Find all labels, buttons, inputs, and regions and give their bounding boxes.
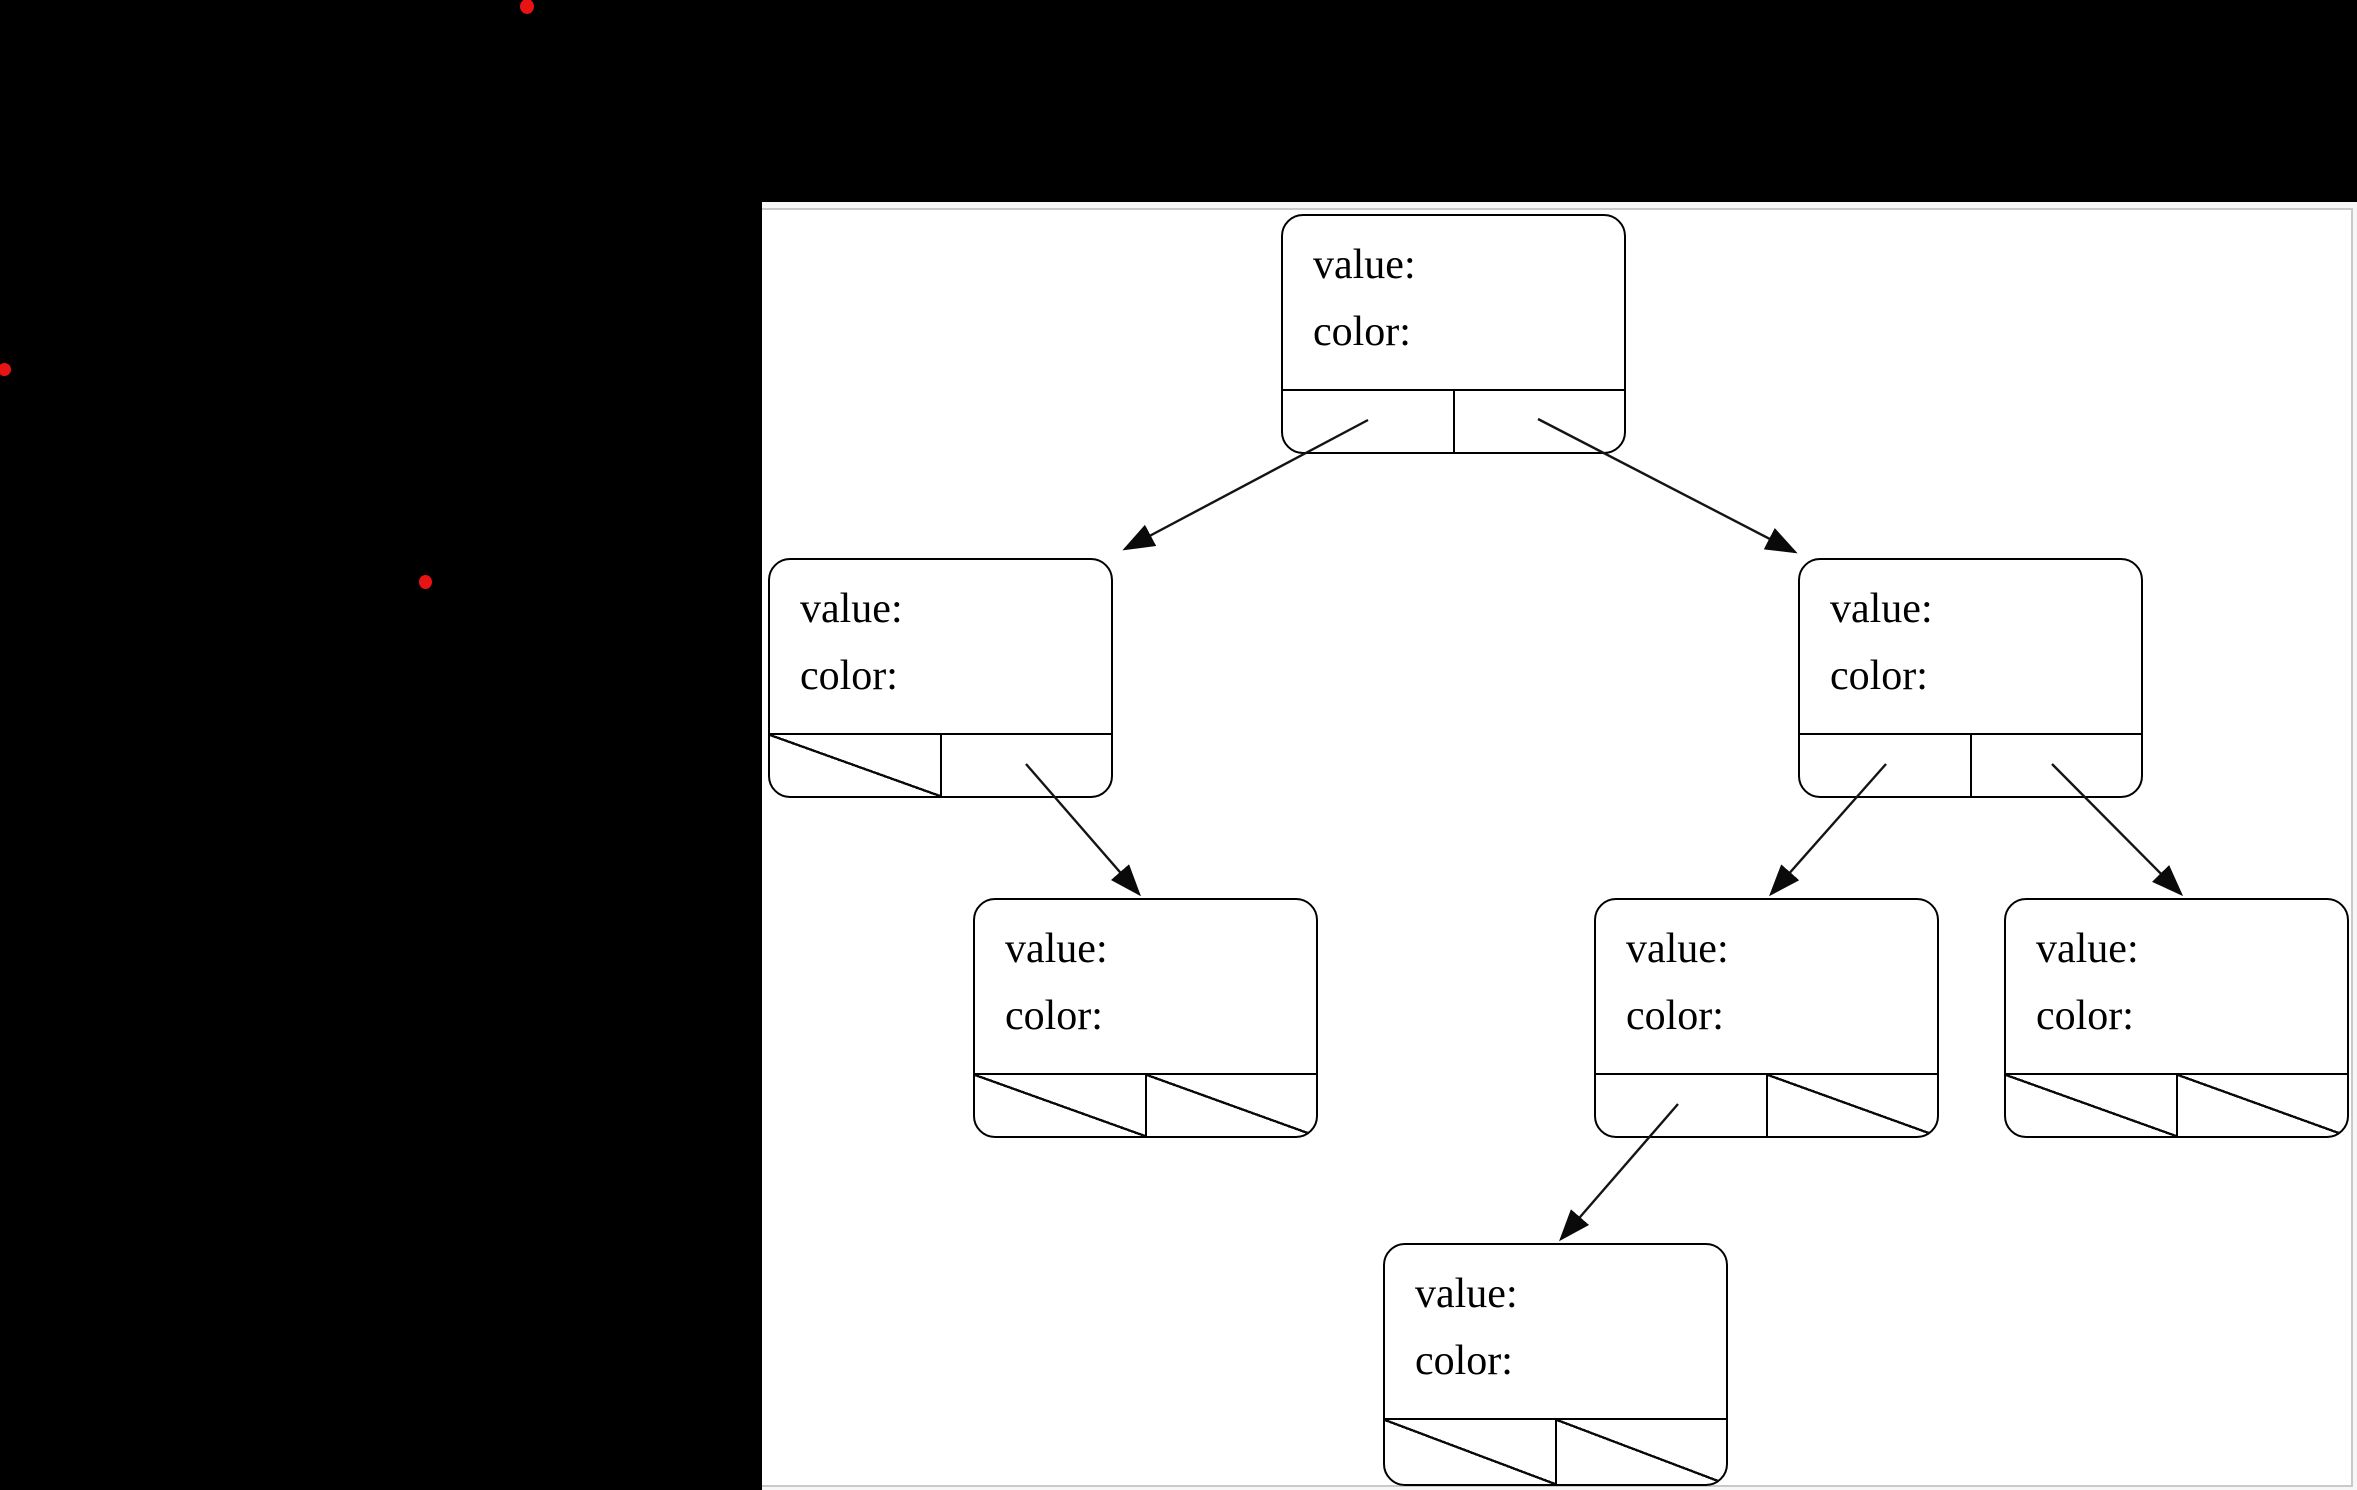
right-pointer-cell [1972,735,2142,796]
tree-node-left-child: value: color: [768,558,1113,798]
pointer-row [975,1075,1316,1136]
left-pointer-cell [1283,391,1455,452]
left-pointer-cell-null [975,1075,1147,1136]
node-fields: value: color: [1385,1245,1726,1420]
node-fields: value: color: [1800,560,2141,735]
value-field-label: value: [1626,926,1729,972]
pointer-row [1283,391,1624,452]
node-fields: value: color: [2006,900,2347,1075]
right-pointer-cell-null [1146,1075,1316,1136]
red-annotation-dot [419,575,432,589]
left-pointer-cell-null [2006,1075,2178,1136]
red-annotation-dot [520,0,534,14]
right-pointer-cell [942,735,1112,796]
node-fields: value: color: [1283,216,1624,391]
value-field-label: value: [1830,586,1933,632]
tree-node-right-right-grandchild: value: color: [2004,898,2349,1138]
value-field-label: value: [1415,1271,1518,1317]
color-field-label: color: [1313,309,1411,355]
tree-node-right-left-grandchild: value: color: [1594,898,1939,1138]
node-fields: value: color: [1596,900,1937,1075]
tree-node-right-left-left: value: color: [1383,1243,1728,1486]
right-pointer-cell-null [1767,1075,1937,1136]
color-field-label: color: [1830,653,1928,699]
value-field-label: value: [1313,242,1416,288]
pointer-row [770,735,1111,796]
node-fields: value: color: [770,560,1111,735]
right-pointer-cell [1455,391,1625,452]
value-field-label: value: [800,586,903,632]
node-fields: value: color: [975,900,1316,1075]
left-pointer-cell [1800,735,1972,796]
pointer-row [1800,735,2141,796]
red-annotation-dot [0,363,11,376]
color-field-label: color: [1005,993,1103,1039]
color-field-label: color: [800,653,898,699]
left-pointer-cell-null [1385,1420,1557,1484]
tree-node-right-child: value: color: [1798,558,2143,798]
pointer-row [1385,1420,1726,1484]
pointer-row [2006,1075,2347,1136]
pointer-row [1596,1075,1937,1136]
value-field-label: value: [1005,926,1108,972]
right-pointer-cell-null [1556,1420,1726,1484]
value-field-label: value: [2036,926,2139,972]
color-field-label: color: [1626,993,1724,1039]
right-pointer-cell-null [2177,1075,2347,1136]
color-field-label: color: [1415,1338,1513,1384]
left-pointer-cell [1596,1075,1768,1136]
tree-node-root: value: color: [1281,214,1626,454]
color-field-label: color: [2036,993,2134,1039]
tree-node-left-right-grandchild: value: color: [973,898,1318,1138]
left-pointer-cell-null [770,735,942,796]
